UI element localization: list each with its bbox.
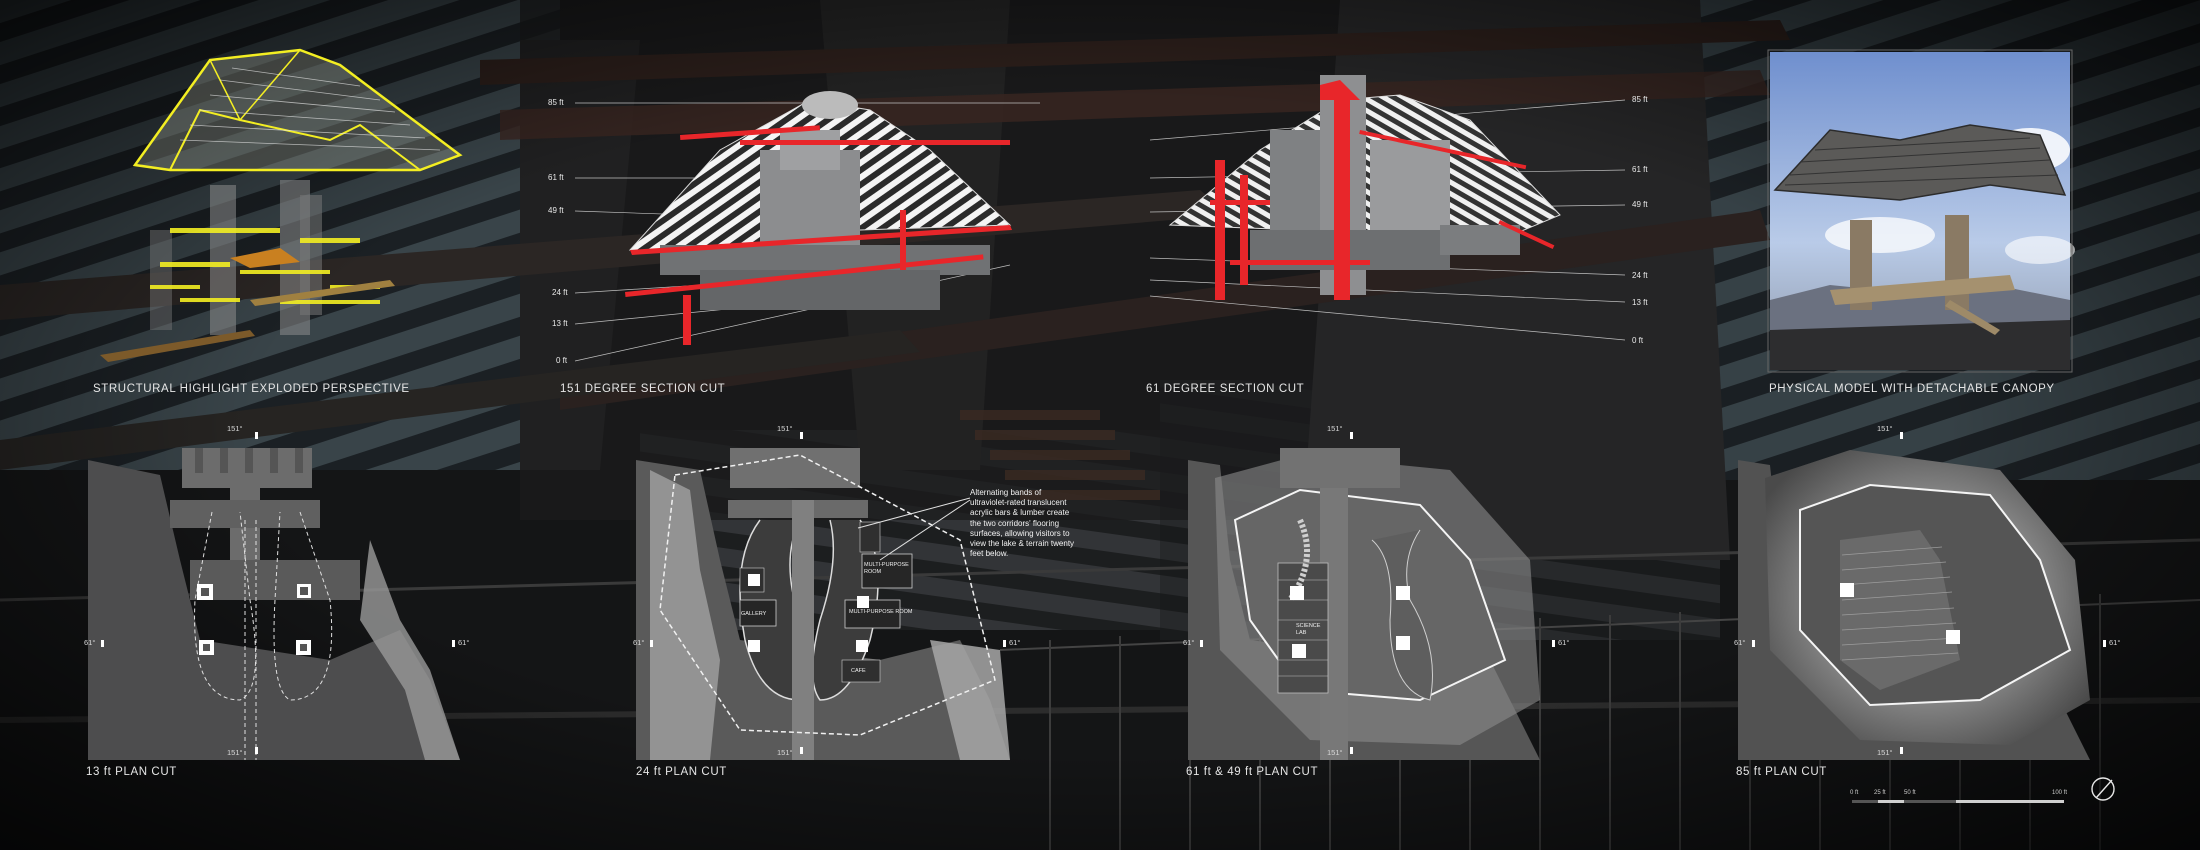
level-61ft: 61 ft [1632, 165, 1648, 174]
deg-tag-61: 61° [458, 638, 470, 647]
scale-label: 50 ft [1904, 790, 1916, 796]
level-49ft: 49 ft [548, 206, 564, 215]
physical-model-photo [1767, 49, 2075, 373]
room-cafe: CAFE [851, 668, 866, 674]
plan-61-49ft [1188, 448, 1540, 760]
caption-plan-85: 85 ft PLAN CUT [1736, 766, 1827, 778]
caption-structural: STRUCTURAL HIGHLIGHT EXPLODED PERSPECTIV… [93, 383, 410, 395]
deg-tag-61: 61° [84, 638, 96, 647]
caption-section-61: 61 DEGREE SECTION CUT [1146, 383, 1305, 395]
deg-tag-151: 151° [777, 748, 793, 757]
north-arrow-icon [2091, 777, 2115, 801]
room-multi-purpose-2: MULTI-PURPOSE ROOM [849, 609, 913, 615]
deg-tag-61: 61° [1734, 638, 1746, 647]
level-0ft: 0 ft [556, 356, 568, 365]
deg-tag-61: 61° [1558, 638, 1570, 647]
deg-tag-61: 61° [633, 638, 645, 647]
plan-85ft [1738, 450, 2090, 760]
level-24ft: 24 ft [1632, 271, 1648, 280]
level-13ft: 13 ft [1632, 298, 1648, 307]
caption-plan-13: 13 ft PLAN CUT [86, 766, 177, 778]
level-13ft: 13 ft [552, 319, 568, 328]
deg-tag-151: 151° [1877, 748, 1893, 757]
scale-label: 0 ft [1850, 790, 1859, 796]
level-85ft: 85 ft [1632, 95, 1648, 104]
deg-tag-61: 61° [1009, 638, 1021, 647]
scale-bar [1852, 800, 2064, 803]
room-gallery: GALLERY [741, 611, 767, 617]
deg-tag-61: 61° [1183, 638, 1195, 647]
corridor-annotation: Alternating bands of ultraviolet-rated t… [970, 488, 1075, 559]
deg-tag-151: 151° [227, 748, 243, 757]
deg-tag-151: 151° [227, 424, 243, 433]
caption-plan-24: 24 ft PLAN CUT [636, 766, 727, 778]
exploded-perspective [100, 48, 463, 362]
deg-tag-151: 151° [1877, 424, 1893, 433]
section-61 [1149, 75, 1626, 341]
deg-tag-151: 151° [1327, 748, 1343, 757]
caption-plan-61-49: 61 ft & 49 ft PLAN CUT [1186, 766, 1319, 778]
scale-label: 100 ft [2052, 790, 2068, 796]
level-61ft: 61 ft [548, 173, 564, 182]
caption-section-151: 151 DEGREE SECTION CUT [560, 383, 726, 395]
section-151 [574, 91, 1040, 362]
caption-model: PHYSICAL MODEL WITH DETACHABLE CANOPY [1769, 383, 2055, 395]
plan-24ft [636, 448, 1010, 760]
deg-tag-61: 61° [2109, 638, 2121, 647]
deg-tag-151: 151° [1327, 424, 1343, 433]
level-0ft: 0 ft [1632, 336, 1644, 345]
room-science-lab: SCIENCE LAB [1296, 623, 1321, 636]
level-85ft: 85 ft [548, 98, 564, 107]
scale-label: 25 ft [1874, 790, 1886, 796]
level-24ft: 24 ft [552, 288, 568, 297]
plan-13ft [88, 448, 460, 760]
level-49ft: 49 ft [1632, 200, 1648, 209]
deg-tag-151: 151° [777, 424, 793, 433]
room-multi-purpose: MULTI-PURPOSE ROOM [864, 562, 909, 575]
